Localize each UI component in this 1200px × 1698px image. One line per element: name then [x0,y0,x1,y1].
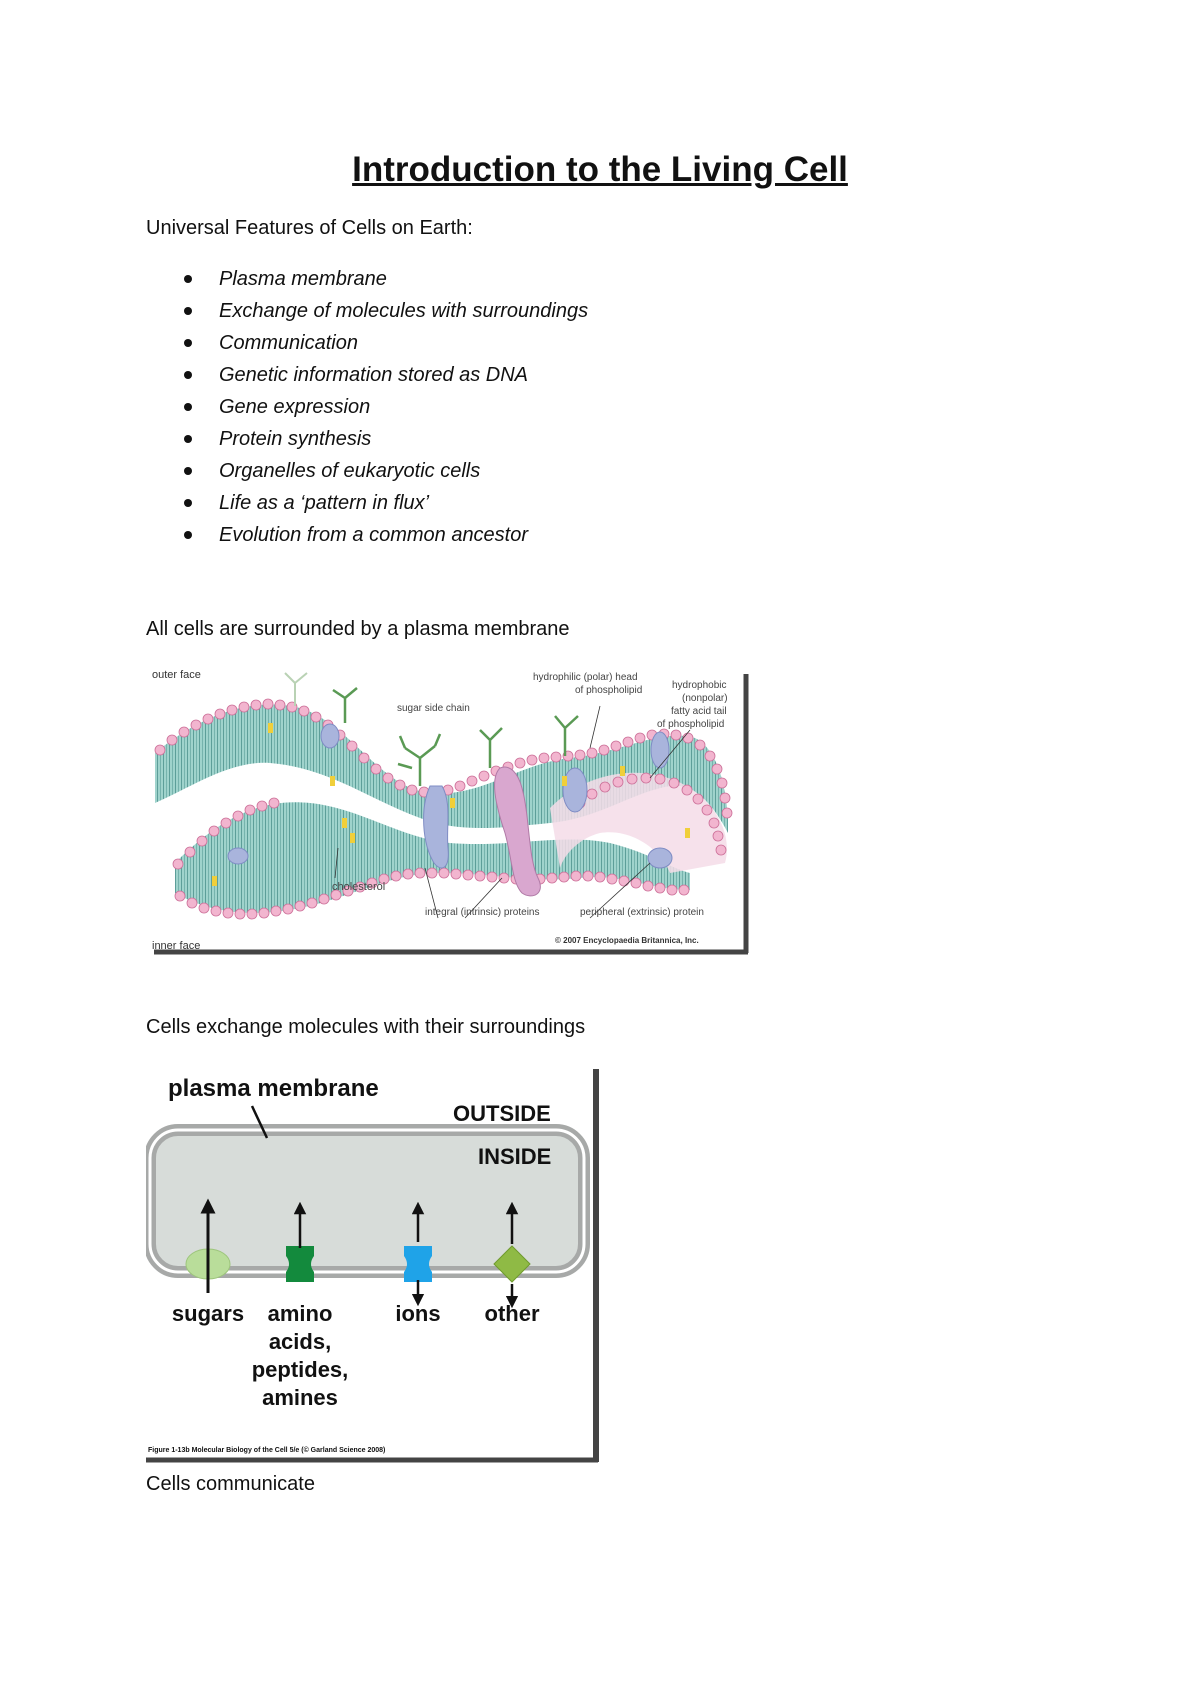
amino-label-line3: peptides, [252,1357,349,1382]
copyright-label: © 2007 Encyclopaedia Britannica, Inc. [555,936,699,945]
list-item: Organelles of eukaryotic cells [146,455,588,487]
list-item: Communication [146,327,588,359]
ion-channel-icon [404,1246,432,1282]
bullet-icon [184,371,192,379]
peripheral-protein-label: peripheral (extrinsic) protein [580,907,704,918]
ions-label: ions [395,1301,440,1326]
exchange-figure: plasma membrane OUTSIDE INSIDE sugars am… [144,1066,602,1464]
list-item: Gene expression [146,391,588,423]
other-label: other [485,1301,540,1326]
list-item: Exchange of molecules with surroundings [146,295,588,327]
sugars-label: sugars [172,1301,244,1326]
features-heading: Universal Features of Cells on Earth: [146,217,473,239]
sugar-side-chain-label: sugar side chain [397,703,470,714]
bullet-icon [184,499,192,507]
membrane-section-heading: All cells are surrounded by a plasma mem… [146,618,570,640]
other-transporter-icon [493,1245,531,1283]
integral-proteins-label: integral (intrinsic) proteins [425,907,540,918]
figure-caption: Figure 1-13b Molecular Biology of the Ce… [148,1446,385,1454]
bullet-icon [184,467,192,475]
list-item: Plasma membrane [146,263,588,295]
outside-label: OUTSIDE [453,1101,551,1126]
page-title: Introduction to the Living Cell [352,150,848,189]
list-item: Genetic information stored as DNA [146,359,588,391]
list-item: Protein synthesis [146,423,588,455]
inner-face-label: inner face [152,940,200,952]
amino-label-line2: acids, [269,1329,331,1354]
hydrophilic-head-label: hydrophilic (polar) head [533,672,638,683]
list-item: Life as a ‘pattern in flux’ [146,487,588,519]
bullet-icon [184,275,192,283]
bullet-icon [184,531,192,539]
fatty-acid-tail-label: fatty acid tail [671,706,727,717]
plasma-membrane-label: plasma membrane [168,1075,379,1102]
cholesterol-label: cholesterol [332,881,385,893]
bullet-icon [184,307,192,315]
hydrophobic-label: hydrophobic [672,680,726,691]
communicate-section-heading: Cells communicate [146,1473,315,1495]
nonpolar-label: (nonpolar) [682,693,728,704]
of-phospholipid-label: of phospholipid [575,685,642,696]
list-item: Evolution from a common ancestor [146,519,588,551]
outer-face-label: outer face [152,669,201,681]
bullet-icon [184,435,192,443]
amino-label-line4: amines [262,1385,338,1410]
membrane-figure: outer face inner face sugar side chain h… [150,668,750,956]
features-list: Plasma membrane Exchange of molecules wi… [146,263,588,551]
bullet-icon [184,339,192,347]
amino-acid-transporter-icon [286,1246,314,1282]
amino-label-line1: amino [268,1301,333,1326]
inside-label: INSIDE [478,1144,551,1169]
of-phospholipid-tail-label: of phospholipid [657,719,724,730]
bullet-icon [184,403,192,411]
exchange-section-heading: Cells exchange molecules with their surr… [146,1016,586,1038]
